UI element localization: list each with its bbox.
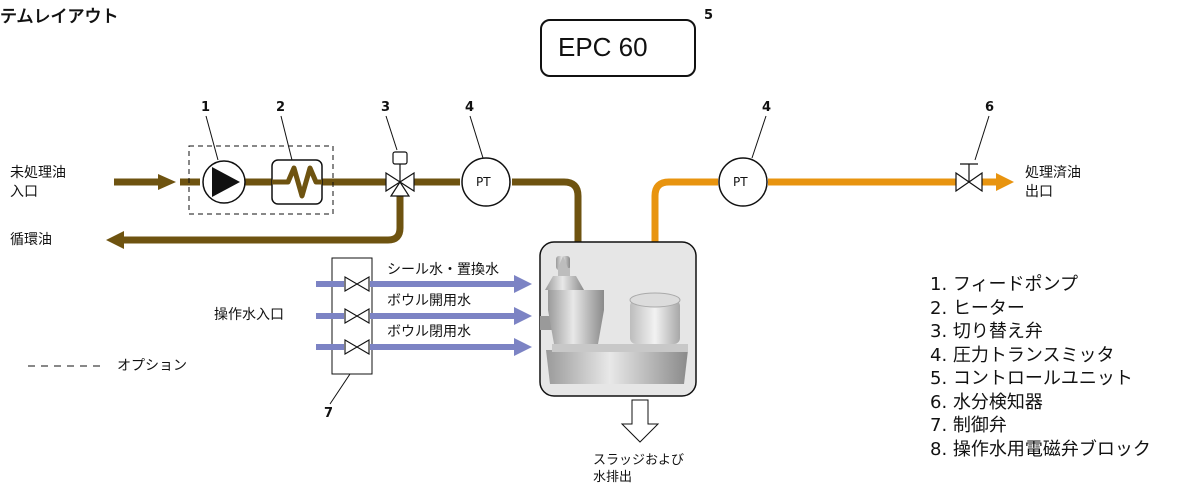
legend-item-1: 1. フィードポンプ xyxy=(930,274,1078,295)
controller-box xyxy=(540,19,696,77)
sludge-discharge-label-line1: スラッジおよび xyxy=(593,453,685,468)
pt-out-label: PT xyxy=(733,175,748,189)
pressure-transmitter-out xyxy=(718,157,768,207)
legend-item-6: 6. 水分検知器 xyxy=(930,391,1043,413)
heater-number: 2 xyxy=(276,100,286,115)
component-legend: 1. フィードポンプ 2. ヒーター 3. 切り替え弁 4. 圧力トランスミッタ… xyxy=(930,273,1151,461)
treated-oil-pipe xyxy=(651,178,998,242)
sludge-discharge-arrow xyxy=(620,399,660,443)
diagram-title: テムレイアウト xyxy=(0,7,119,27)
raw-oil-inlet-label: 未処理油 入口 xyxy=(10,164,66,202)
legend-item-2: 2. ヒーター xyxy=(930,297,1025,319)
heater xyxy=(271,159,323,205)
raw-oil-inlet-label-line2: 入口 xyxy=(10,184,38,200)
recirculation-arrow xyxy=(106,231,124,249)
raw-oil-inlet-label-line1: 未処理油 xyxy=(10,165,66,181)
pt-in-label: PT xyxy=(476,175,491,189)
raw-oil-inlet-arrow xyxy=(158,174,176,190)
option-label: オプション xyxy=(117,358,187,374)
controller-label: EPC 60 xyxy=(558,32,648,62)
sludge-discharge-label-line2: 水排出 xyxy=(593,470,633,485)
pt-in-number: 4 xyxy=(465,100,475,115)
pressure-transmitter-in xyxy=(461,157,511,207)
seal-water-label: シール水・置換水 xyxy=(387,262,499,278)
operating-water-inlet-label: 操作水入口 xyxy=(214,307,284,323)
control-valves xyxy=(344,276,370,355)
water-lines xyxy=(316,281,516,350)
controller-number: 5 xyxy=(704,8,714,23)
legend-item-3: 3. 切り替え弁 xyxy=(930,321,1043,342)
pump-number: 1 xyxy=(201,100,211,115)
legend-item-5: 5. コントロールユニット xyxy=(930,368,1133,389)
treated-oil-outlet-label: 処理済油 出口 xyxy=(1025,164,1081,202)
treated-oil-outlet-label-line1: 処理済油 xyxy=(1025,165,1081,181)
legend-item-8: 8. 操作水用電磁弁ブロック xyxy=(930,438,1151,460)
treated-oil-outlet-label-line2: 出口 xyxy=(1025,184,1053,200)
separator-unit xyxy=(539,241,697,397)
switch-valve-number: 3 xyxy=(381,100,391,115)
legend-item-7: 7. 制御弁 xyxy=(930,415,1007,436)
option-box xyxy=(188,145,334,215)
leader-lines xyxy=(205,115,990,405)
treated-oil-outlet-arrow xyxy=(996,173,1014,191)
sludge-discharge-label: スラッジおよび 水排出 xyxy=(593,452,684,486)
water-detector xyxy=(955,163,983,193)
switch-valve xyxy=(385,151,415,197)
water-arrows xyxy=(514,275,532,356)
pt-out-number: 4 xyxy=(762,100,772,115)
bowl-open-water-label: ボウル開用水 xyxy=(387,293,471,309)
water-detector-number: 6 xyxy=(985,100,995,115)
control-valves-number: 7 xyxy=(324,406,334,421)
raw-oil-pipe xyxy=(114,178,582,244)
legend-item-4: 4. 圧力トランスミッタ xyxy=(930,344,1115,366)
bowl-close-water-label: ボウル閉用水 xyxy=(387,324,471,340)
recirculation-label: 循環油 xyxy=(10,232,52,248)
feed-pump xyxy=(202,160,246,204)
